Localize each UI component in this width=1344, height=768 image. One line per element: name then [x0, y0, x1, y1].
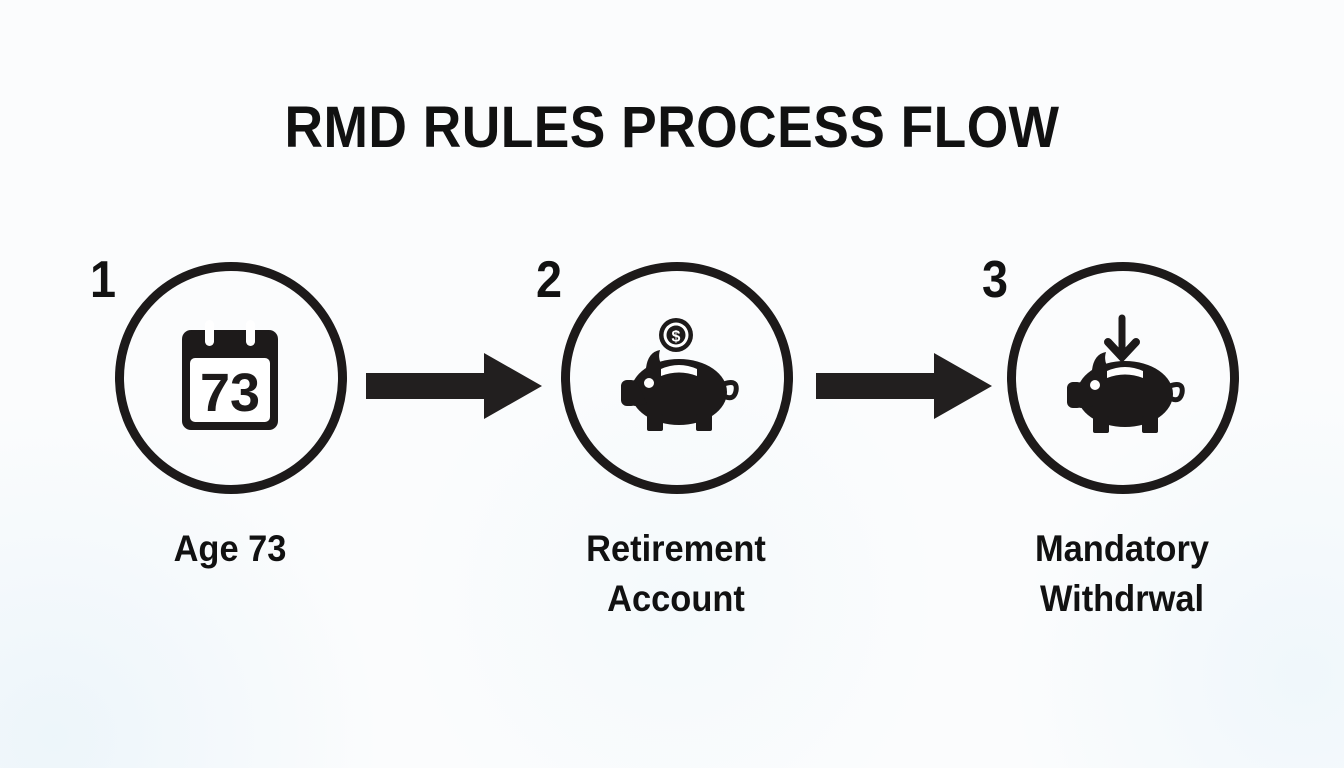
page-title: RMD RULES PROCESS FLOW — [284, 95, 1060, 160]
calendar-icon: 73 — [164, 314, 296, 446]
step-caption-1: Age 73 — [173, 528, 287, 569]
step-caption-3: Mandatory Withdrwal — [1035, 528, 1209, 619]
process-step-1: 1 73 — [90, 254, 348, 498]
step-number-1: 1 — [90, 251, 117, 309]
svg-text:$: $ — [672, 329, 681, 346]
piggy-bank-with-coin-icon: $ — [610, 314, 742, 446]
step-circle-2 — [561, 262, 793, 494]
arrow-step1-to-step2 — [366, 352, 542, 420]
arrow-step2-to-step3 — [816, 352, 992, 420]
process-step-3: 3 — [982, 254, 1240, 498]
step-circle-3 — [1007, 262, 1239, 494]
process-step-2: 2 $ — [536, 254, 794, 498]
step-caption-2: Retirement Account — [586, 528, 766, 619]
svg-text:73: 73 — [200, 363, 260, 423]
step-circle-1 — [115, 262, 347, 494]
piggy-bank-with-down-arrow-icon — [1056, 314, 1188, 446]
step-number-2: 2 — [536, 251, 563, 309]
step-number-3: 3 — [982, 251, 1009, 309]
